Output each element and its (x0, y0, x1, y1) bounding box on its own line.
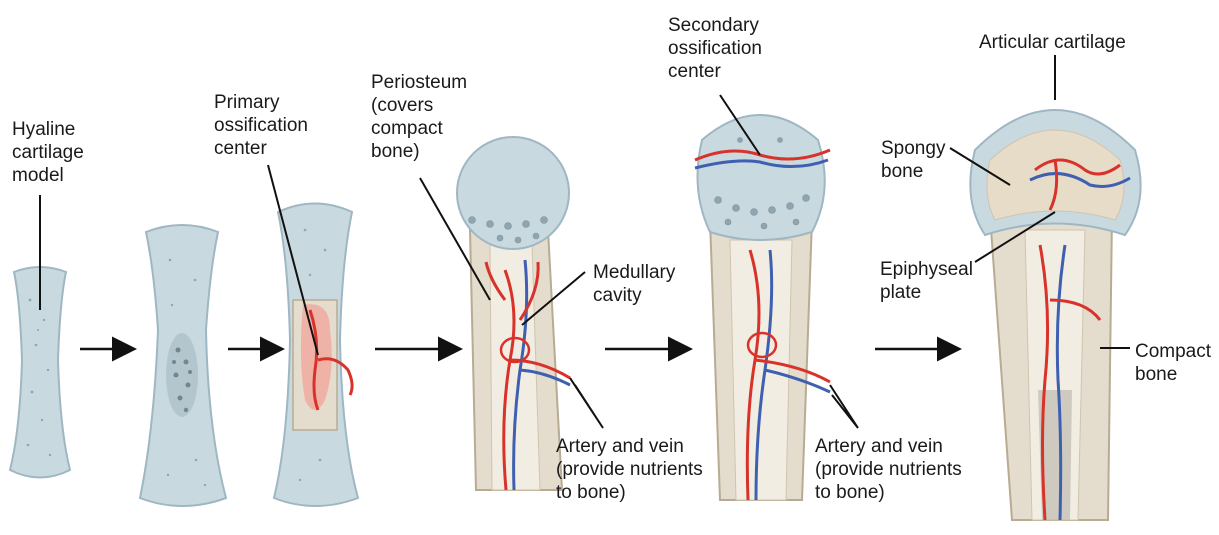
stage-4-medullary-cavity (457, 137, 570, 490)
stage-6-mature-bone (970, 110, 1140, 520)
stage-5-secondary-ossification (695, 115, 830, 500)
label-compact-bone: Compact bone (1135, 340, 1211, 386)
label-artery-and-vein-1: Artery and vein (provide nutrients to bo… (556, 435, 703, 504)
stage-2-cartilage (140, 225, 226, 506)
label-hyaline-cartilage-model: Hyaline cartilage model (12, 118, 84, 187)
label-medullary-cavity: Medullary cavity (593, 261, 675, 307)
label-artery-and-vein-2: Artery and vein (provide nutrients to bo… (815, 435, 962, 504)
label-primary-ossification-center: Primary ossification center (214, 91, 308, 160)
label-periosteum: Periosteum (covers compact bone) (371, 71, 467, 163)
label-secondary-ossification-center: Secondary ossification center (668, 14, 762, 83)
stage-3-primary-ossification (274, 204, 358, 507)
label-epiphyseal-plate: Epiphyseal plate (880, 258, 973, 304)
label-spongy-bone: Spongy bone (881, 137, 945, 183)
label-articular-cartilage: Articular cartilage (979, 31, 1126, 54)
